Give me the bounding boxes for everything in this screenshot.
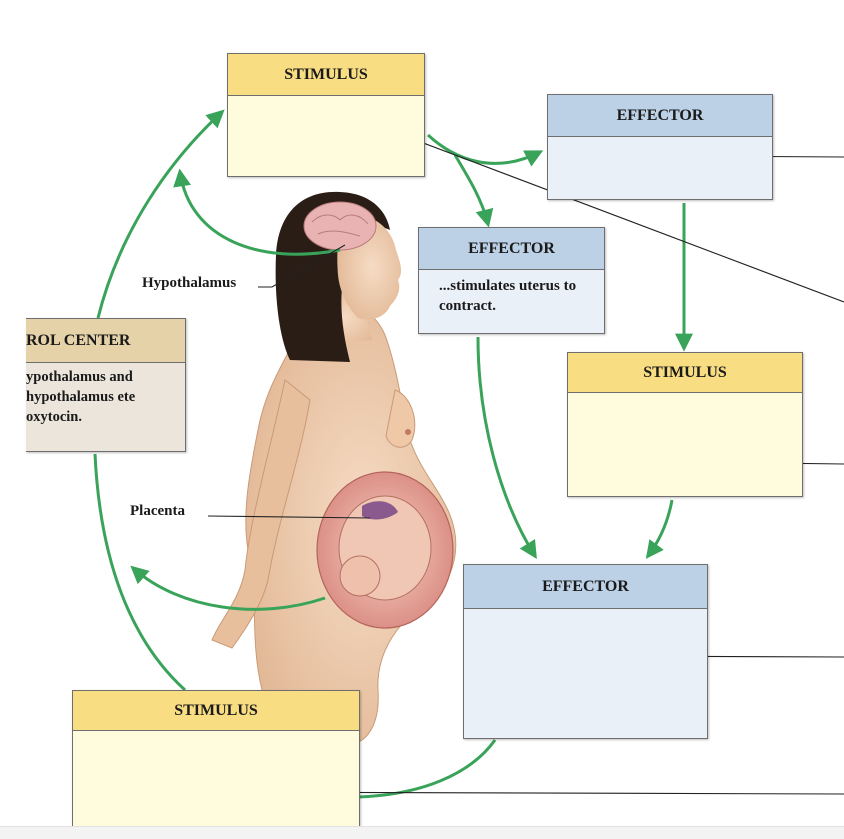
leader-hypothalamus	[258, 244, 346, 288]
effector-box-center: EFFECTOR ...stimulates uterus to contrac…	[418, 227, 605, 334]
nipple	[405, 429, 411, 435]
effector-box-top-right: EFFECTOR	[547, 94, 773, 200]
pregnant-woman-illustration	[211, 191, 457, 746]
effector-box-bottom-right-header: EFFECTOR	[464, 565, 707, 609]
stimulus-box-top: STIMULUS	[227, 53, 425, 177]
arrow-effector-center-to-effector-bottom	[476, 336, 537, 560]
control-center-header: ROL CENTER	[26, 319, 185, 363]
stimulus-box-bottom-body	[73, 731, 359, 743]
effector-box-top-right-header: EFFECTOR	[548, 95, 772, 137]
stimulus-box-bottom-header: STIMULUS	[73, 691, 359, 731]
arrow-stimulus-top-to-effector-right	[426, 133, 544, 167]
effector-box-center-header: EFFECTOR	[419, 228, 604, 270]
arrow-effector-bottom-to-stimulus-bottom	[357, 739, 497, 799]
arrow-placenta-to-left	[130, 565, 326, 611]
arrow-control-to-stimulus-top	[96, 109, 225, 319]
leader-placenta	[207, 515, 371, 519]
placenta-shape	[362, 501, 398, 520]
arrow-stimulus-top-to-effector-center	[453, 154, 494, 228]
effector-box-top-right-body	[548, 137, 772, 149]
stimulus-box-right-body	[568, 393, 802, 405]
placenta-label: Placenta	[130, 503, 185, 519]
hypothalamus-label: Hypothalamus	[142, 275, 237, 291]
stimulus-box-bottom: STIMULUS	[72, 690, 360, 830]
bottom-scroll-strip	[0, 826, 844, 839]
stimulus-box-top-body	[228, 96, 424, 108]
brain	[303, 201, 377, 251]
leader-stimulus-top-diagonal	[343, 112, 844, 303]
arrow-stimulus-right-to-effector-bottom	[645, 499, 674, 559]
arm	[211, 379, 311, 649]
arrow-brain-to-stimulus-top	[173, 168, 341, 256]
effector-box-bottom-right: EFFECTOR	[463, 564, 708, 739]
arrow-control-down	[93, 453, 187, 692]
control-center-box: ROL CENTER ypothalamus and hypothalamus …	[26, 318, 186, 452]
effector-box-bottom-right-body	[464, 609, 707, 621]
feedback-arrows	[93, 109, 693, 799]
stimulus-box-right: STIMULUS	[567, 352, 803, 497]
stimulus-box-right-header: STIMULUS	[568, 353, 802, 393]
effector-box-center-body: ...stimulates uterus to contract.	[439, 278, 577, 314]
control-center-body: ypothalamus and hypothalamus ete oxytoci…	[26, 369, 136, 425]
stimulus-box-top-header: STIMULUS	[228, 54, 424, 96]
